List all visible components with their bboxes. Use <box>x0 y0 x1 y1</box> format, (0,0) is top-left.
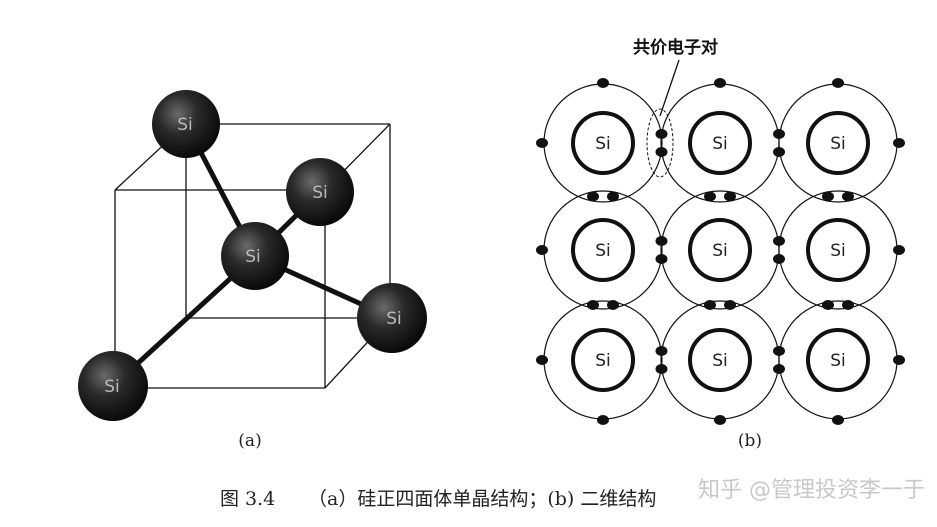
electron <box>832 415 844 425</box>
electron <box>773 236 785 246</box>
atom-core <box>571 111 635 175</box>
electron <box>655 254 668 264</box>
electron <box>655 346 668 356</box>
electron <box>714 78 726 88</box>
electron <box>773 129 785 139</box>
atom-top-left <box>152 90 220 158</box>
electron <box>773 364 785 374</box>
electron <box>893 355 905 365</box>
atom-core <box>806 111 870 175</box>
atom-label: Si <box>712 351 728 371</box>
atom-core <box>688 111 752 175</box>
electron <box>704 191 716 202</box>
electron <box>842 191 854 202</box>
atom-label: Si <box>312 183 328 203</box>
atom-label: Si <box>595 241 611 261</box>
atom-label: Si <box>712 134 728 154</box>
electron <box>587 300 599 310</box>
electron <box>704 300 716 310</box>
atom-core <box>688 218 752 282</box>
figure-caption-text: （a）硅正四面体单晶结构；(b) 二维结构 <box>308 488 656 510</box>
atom-right <box>357 283 427 353</box>
electron <box>822 300 834 310</box>
panel-a-label: (a) <box>238 431 261 451</box>
atom-label: Si <box>104 377 120 397</box>
electron <box>893 138 905 148</box>
atom-label: Si <box>830 241 846 261</box>
electron <box>607 191 619 202</box>
panel-a-tetrahedron: Si Si Si Si Si (a) <box>78 90 427 451</box>
electron <box>822 191 834 202</box>
atom-core <box>806 218 870 282</box>
electron <box>597 415 609 425</box>
electron <box>655 129 668 139</box>
atom-label: Si <box>830 134 846 154</box>
atom-label: Si <box>830 351 846 371</box>
covalent-pair-annotation: 共价电子对 <box>633 37 718 58</box>
electron <box>773 254 785 264</box>
figure-caption-number: 图 3.4 <box>220 488 275 510</box>
electron <box>607 300 619 310</box>
atom-core <box>571 328 635 392</box>
atom-label: Si <box>386 309 402 329</box>
atom-core <box>688 328 752 392</box>
electron <box>773 147 785 157</box>
atom-label: Si <box>595 134 611 154</box>
electron <box>655 236 668 246</box>
annotation-pointer <box>659 59 680 117</box>
electron <box>655 364 668 374</box>
atom-label: Si <box>245 247 261 267</box>
watermark: 知乎 @管理投资李一于 <box>698 478 925 503</box>
electron <box>655 147 668 157</box>
atom-core <box>806 328 870 392</box>
electron <box>587 191 599 202</box>
electron <box>773 346 785 356</box>
electron <box>893 245 905 255</box>
electron <box>832 78 844 88</box>
electron <box>536 245 548 255</box>
atom-center <box>221 222 289 290</box>
atom-bottom-left <box>78 351 148 421</box>
atom-label: Si <box>712 241 728 261</box>
electron <box>536 138 548 148</box>
atom-upper-right <box>286 158 354 226</box>
panel-b-label: (b) <box>738 431 762 451</box>
electron <box>714 415 726 425</box>
electron <box>842 300 854 310</box>
electron <box>536 355 548 365</box>
electron <box>724 300 736 310</box>
covalent-pair-highlight <box>646 108 674 178</box>
electron <box>597 78 609 88</box>
atom-label: Si <box>595 351 611 371</box>
electron <box>724 191 736 202</box>
atom-label: Si <box>177 115 193 135</box>
silicon-atoms: Si Si Si Si Si <box>78 90 427 421</box>
atom-core <box>571 218 635 282</box>
